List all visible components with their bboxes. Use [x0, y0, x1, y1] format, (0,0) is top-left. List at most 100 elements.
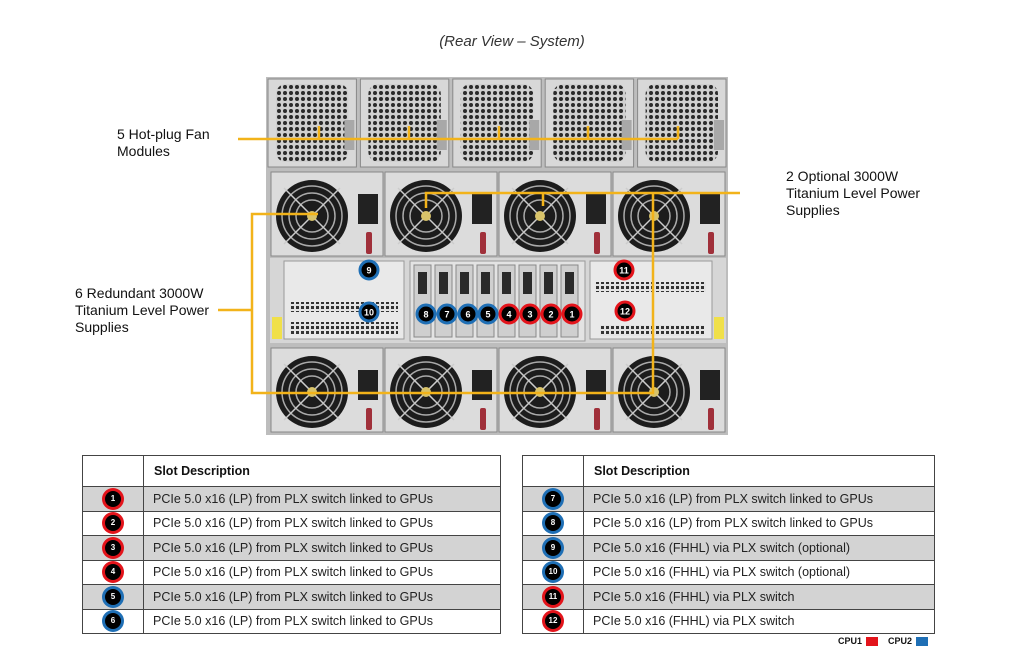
- slot-badge: 4: [105, 564, 121, 581]
- power-supply: [498, 347, 612, 433]
- diagram-title: (Rear View – System): [439, 33, 585, 50]
- slot-marker-label: 11: [619, 266, 629, 276]
- slot-marker-label: 12: [620, 307, 630, 317]
- legend-label-cpu1: CPU1: [838, 636, 863, 646]
- slot-badge: 12: [545, 613, 561, 630]
- slot-number-cell: 1: [82, 486, 144, 512]
- table-header-row: Slot Description: [522, 455, 935, 487]
- slot-marker: 7: [436, 303, 458, 325]
- slot-badge: 2: [105, 515, 121, 532]
- slot-marker: 11: [613, 259, 635, 281]
- slot-number-cell: 12: [522, 608, 584, 634]
- power-supply: [612, 171, 726, 257]
- table-row: 12 PCIe 5.0 x16 (FHHL) via PLX switch: [522, 608, 935, 634]
- callout-optional-psu: 2 Optional 3000W Titanium Level Power Su…: [786, 168, 920, 219]
- callout-line: 5 Hot-plug Fan: [117, 126, 210, 142]
- power-supply: [270, 347, 384, 433]
- table-header-row: Slot Description: [82, 455, 501, 487]
- slot-description-cell: PCIe 5.0 x16 (FHHL) via PLX switch: [583, 584, 935, 610]
- slot-number-cell: 11: [522, 584, 584, 610]
- slot-badge: 7: [545, 490, 561, 507]
- slot-marker: 4: [498, 303, 520, 325]
- slot-number-cell: 6: [82, 608, 144, 634]
- slot-description-cell: PCIe 5.0 x16 (LP) from PLX switch linked…: [583, 510, 935, 536]
- table-row: 4 PCIe 5.0 x16 (LP) from PLX switch linke…: [82, 559, 501, 585]
- slot-marker: 12: [614, 300, 636, 322]
- callout-fan-modules: 5 Hot-plug Fan Modules: [117, 126, 210, 160]
- fan-module: [637, 78, 727, 168]
- table-row: 1 PCIe 5.0 x16 (LP) from PLX switch linke…: [82, 486, 501, 512]
- slot-marker-label: 9: [366, 266, 371, 276]
- slot-marker-label: 3: [527, 310, 532, 320]
- slot-marker: 3: [519, 303, 541, 325]
- slot-marker: 6: [457, 303, 479, 325]
- slot-marker: 10: [358, 301, 380, 323]
- slot-marker-label: 6: [465, 310, 470, 320]
- callout-line: Supplies: [786, 202, 840, 218]
- callout-line: 2 Optional 3000W: [786, 168, 899, 184]
- slot-badge: 3: [105, 539, 121, 556]
- slot-marker-label: 10: [364, 308, 374, 318]
- table-row: 10 PCIe 5.0 x16 (FHHL) via PLX switch (op…: [522, 559, 935, 585]
- slot-number-cell: 3: [82, 535, 144, 561]
- legend-swatch-cpu1: [866, 636, 879, 646]
- slot-description-cell: PCIe 5.0 x16 (LP) from PLX switch linked…: [143, 584, 501, 610]
- table-row: 6 PCIe 5.0 x16 (LP) from PLX switch linke…: [82, 608, 501, 634]
- slot-description-cell: PCIe 5.0 x16 (LP) from PLX switch linked…: [143, 559, 501, 585]
- slot-number-cell: 2: [82, 510, 144, 536]
- slot-marker-label: 7: [444, 310, 449, 320]
- slot-description-cell: PCIe 5.0 x16 (FHHL) via PLX switch (opti…: [583, 559, 935, 585]
- slot-badge: 10: [545, 564, 561, 581]
- slot-description-cell: PCIe 5.0 x16 (LP) from PLX switch linked…: [143, 608, 501, 634]
- slot-marker-label: 2: [548, 310, 553, 320]
- slot-number-cell: 10: [522, 559, 584, 585]
- leader-line: [424, 191, 740, 208]
- slot-badge: 9: [545, 539, 561, 556]
- callout-line: Titanium Level Power: [786, 185, 921, 201]
- legend-swatch-cpu2: [916, 636, 929, 646]
- slot-marker: 9: [358, 259, 380, 281]
- power-supply: [270, 171, 384, 257]
- slot-number-cell: 9: [522, 535, 584, 561]
- header-slot-description: Slot Description: [583, 455, 935, 487]
- slot-badge: 1: [105, 490, 121, 507]
- slot-marker-label: 1: [569, 310, 574, 320]
- leader-line: [250, 193, 655, 395]
- slot-number-cell: 8: [522, 510, 584, 536]
- slot-badge: 8: [545, 515, 561, 532]
- slot-marker-label: 8: [423, 310, 428, 320]
- callout-line: Modules: [117, 143, 170, 159]
- power-supply: [384, 347, 498, 433]
- slot-number-cell: 7: [522, 486, 584, 512]
- callout-redundant-psu: 6 Redundant 3000W Titanium Level Power S…: [75, 285, 209, 336]
- header-slot-description: Slot Description: [143, 455, 501, 487]
- slot-description-cell: PCIe 5.0 x16 (FHHL) via PLX switch (opti…: [583, 535, 935, 561]
- slot-marker-label: 4: [506, 310, 511, 320]
- slot-description-cell: PCIe 5.0 x16 (LP) from PLX switch linked…: [143, 486, 501, 512]
- callout-line: 6 Redundant 3000W: [75, 285, 204, 301]
- table-row: 9 PCIe 5.0 x16 (FHHL) via PLX switch (opt…: [522, 535, 935, 561]
- slot-marker: 1: [561, 303, 583, 325]
- header-empty-cell: [522, 455, 584, 487]
- legend-label-cpu2: CPU2: [888, 636, 913, 646]
- callout-line: Supplies: [75, 319, 129, 335]
- slot-marker: 5: [477, 303, 499, 325]
- slot-badge: 6: [105, 613, 121, 630]
- fan-module: [359, 78, 450, 168]
- fan-module: [452, 78, 542, 168]
- power-supply: [612, 347, 726, 433]
- header-empty-cell: [82, 455, 144, 487]
- slot-description-cell: PCIe 5.0 x16 (FHHL) via PLX switch: [583, 608, 935, 634]
- table-row: 8 PCIe 5.0 x16 (LP) from PLX switch linke…: [522, 510, 935, 536]
- slot-marker: 8: [415, 303, 437, 325]
- fan-module: [544, 78, 635, 168]
- slot-marker: 2: [540, 303, 562, 325]
- callout-line: Titanium Level Power: [75, 302, 210, 318]
